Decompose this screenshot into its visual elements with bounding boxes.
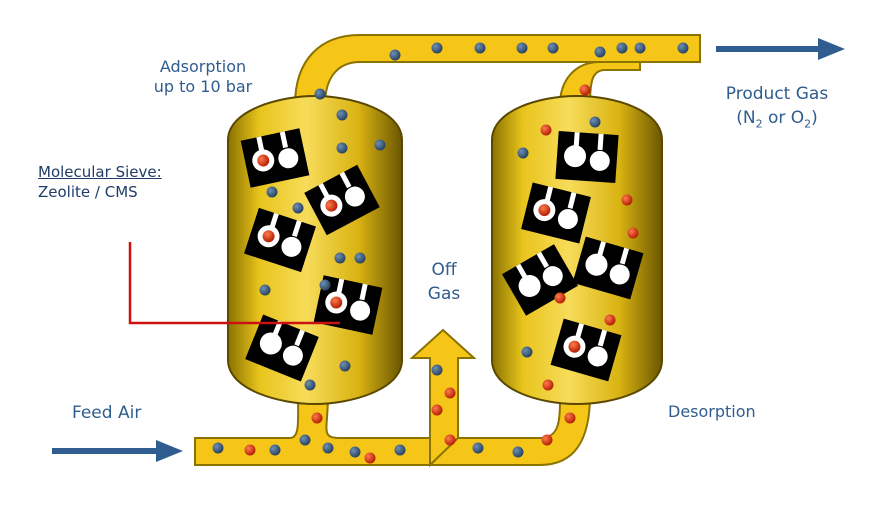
nitrogen-molecule: [374, 139, 386, 151]
nitrogen-molecule: [292, 202, 304, 214]
product-gas-label-line2: (N2 or O2): [736, 108, 818, 131]
nitrogen-molecule: [266, 186, 278, 198]
sieve-block: [555, 130, 619, 184]
adsorption-label-line2: up to 10 bar: [153, 77, 253, 96]
sieve-block: [313, 275, 383, 335]
nitrogen-molecule: [314, 88, 326, 100]
sieve-block: [245, 314, 319, 382]
nitrogen-molecule: [431, 42, 443, 54]
nitrogen-molecule: [336, 109, 348, 121]
oxygen-molecule: [627, 227, 639, 239]
oxygen-molecule: [554, 292, 566, 304]
nitrogen-molecule: [677, 42, 689, 54]
off-gas-label-line1: Off: [431, 260, 457, 280]
oxygen-molecule: [542, 379, 554, 391]
gas-molecules: [212, 42, 689, 464]
nitrogen-molecule: [589, 116, 601, 128]
feed-pipe: [194, 394, 431, 466]
nitrogen-molecule: [616, 42, 628, 54]
nitrogen-molecule: [334, 252, 346, 264]
oxygen-molecule: [540, 124, 552, 136]
nitrogen-molecule: [594, 46, 606, 58]
product-gas-label-line1: Product Gas: [725, 84, 829, 104]
product-gas-arrow: [716, 38, 845, 60]
molecular-sieve-label: Molecular Sieve: Zeolite / CMS: [38, 162, 162, 202]
nitrogen-molecule: [322, 442, 334, 454]
desorption-label: Desorption: [668, 402, 756, 421]
feed-air-label: Feed Air: [72, 403, 142, 423]
off-gas-arrow: [409, 328, 477, 468]
trapped-molecule: [262, 230, 275, 243]
sieve-block: [304, 164, 380, 236]
molecular-sieve-title: Molecular Sieve:: [38, 163, 162, 181]
nitrogen-molecule: [339, 360, 351, 372]
nitrogen-molecule: [517, 147, 529, 159]
sieve-block: [502, 244, 578, 316]
oxygen-molecule: [604, 314, 616, 326]
trapped-molecule: [330, 296, 343, 309]
oxygen-molecule: [579, 84, 591, 96]
adsorption-label-line1: Adsorption: [159, 57, 247, 76]
nitrogen-molecule: [212, 442, 224, 454]
right-top-connector: [558, 61, 641, 106]
nitrogen-molecule: [472, 442, 484, 454]
off-gas-label-line2: Gas: [427, 284, 461, 304]
nitrogen-molecule: [336, 142, 348, 154]
sieve-block: [521, 182, 591, 244]
nitrogen-molecule: [259, 284, 271, 296]
sieve-block: [572, 236, 644, 300]
nitrogen-molecule: [394, 444, 406, 456]
product-gas-label: Product Gas (N2 or O2): [712, 82, 842, 136]
molecular-sieve-blocks: [240, 128, 644, 382]
nitrogen-molecule: [389, 49, 401, 61]
nitrogen-molecule: [521, 346, 533, 358]
sieve-block: [550, 318, 622, 382]
nitrogen-molecule: [547, 42, 559, 54]
oxygen-molecule: [564, 412, 576, 424]
nitrogen-molecule: [474, 42, 486, 54]
nitrogen-molecule: [304, 379, 316, 391]
nitrogen-molecule: [431, 364, 443, 376]
nitrogen-molecule: [354, 252, 366, 264]
oxygen-molecule: [311, 412, 323, 424]
nitrogen-molecule: [634, 42, 646, 54]
molecular-sieve-subtitle: Zeolite / CMS: [38, 183, 138, 201]
sieve-pointer-line: [128, 242, 340, 325]
oxygen-molecule: [541, 434, 553, 446]
off-gas-label: Off Gas: [420, 258, 468, 306]
trapped-molecule: [568, 340, 581, 353]
oxygen-molecule: [621, 194, 633, 206]
trapped-molecule: [325, 199, 338, 212]
nitrogen-molecule: [299, 434, 311, 446]
oxygen-molecule: [444, 434, 456, 446]
trapped-molecule: [538, 204, 551, 217]
trapped-molecule: [257, 154, 270, 167]
nitrogen-molecule: [512, 446, 524, 458]
feed-air-arrow: [52, 440, 183, 462]
sieve-block: [240, 128, 310, 188]
nitrogen-molecule: [319, 279, 331, 291]
desorption-vessel: [491, 94, 663, 406]
oxygen-molecule: [244, 444, 256, 456]
oxygen-molecule: [444, 387, 456, 399]
nitrogen-molecule: [349, 446, 361, 458]
sieve-block: [244, 207, 316, 273]
nitrogen-molecule: [516, 42, 528, 54]
adsorption-label: Adsorption up to 10 bar: [140, 57, 266, 97]
oxygen-molecule: [431, 404, 443, 416]
nitrogen-molecule: [269, 444, 281, 456]
oxygen-molecule: [364, 452, 376, 464]
